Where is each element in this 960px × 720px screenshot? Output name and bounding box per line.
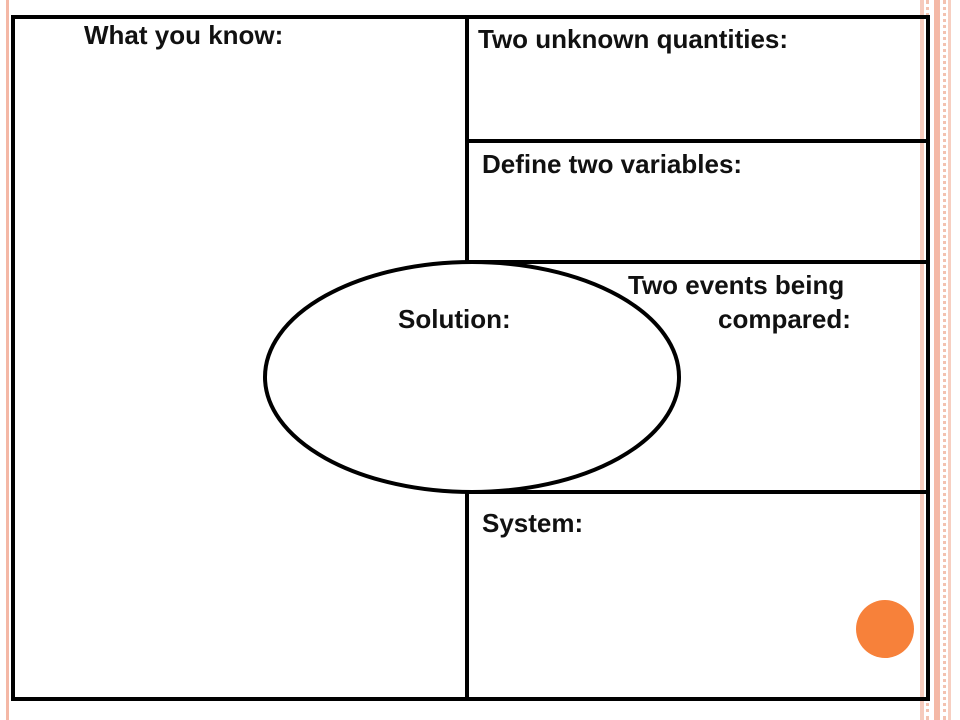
orange-circle-bullet-icon <box>856 600 914 658</box>
system-label: System: <box>482 508 584 538</box>
events-label-line1: Two events being <box>628 270 845 300</box>
right-accent-rule-2 <box>934 0 940 720</box>
outer-border <box>11 15 930 701</box>
right-accent-rule-3 <box>948 0 951 720</box>
what-you-know-label: What you know: <box>84 20 284 50</box>
right-dotted-rule-2 <box>943 0 946 720</box>
events-label-line2: compared: <box>718 304 851 334</box>
define-variables-label: Define two variables: <box>482 149 743 179</box>
solution-ellipse <box>263 260 681 494</box>
solution-label: Solution: <box>398 304 511 334</box>
left-accent-rule <box>6 0 9 720</box>
right-accent-rule-1 <box>920 0 924 720</box>
unknown-quantities-label: Two unknown quantities: <box>478 24 789 54</box>
